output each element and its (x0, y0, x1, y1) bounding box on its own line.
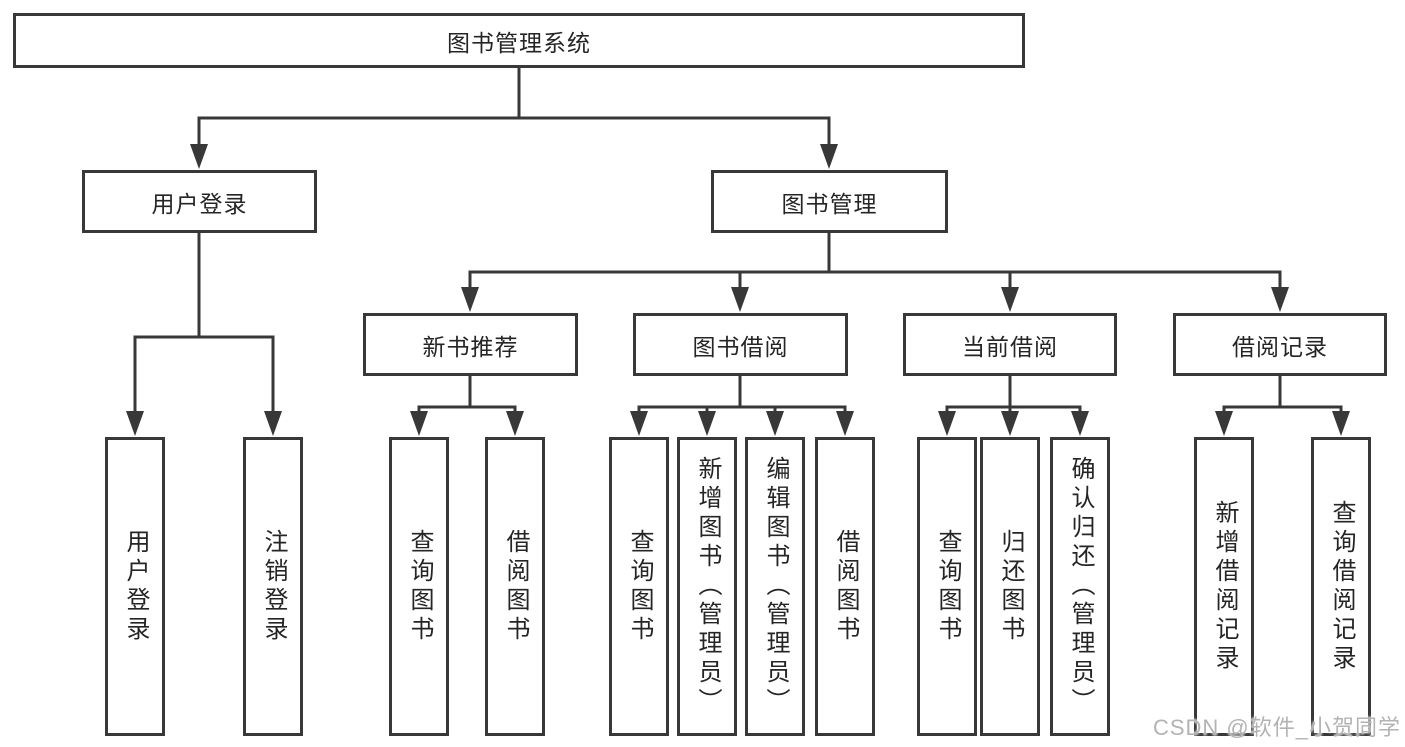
connector-new-book-recommend-to-leaves (410, 374, 524, 436)
arrowhead (1332, 411, 1350, 436)
leaf-label: 新增图书（管理员） (694, 456, 721, 717)
arrowhead (506, 411, 524, 436)
connector-book-management-to-level3 (461, 231, 1289, 312)
leaf-query-book-recommend: 查询图书 (389, 437, 449, 736)
node-label: 图书管理系统 (447, 29, 591, 56)
node-label: 新书推荐 (422, 333, 519, 360)
leaf-add-borrow-record: 新增借阅记录 (1194, 437, 1254, 736)
leaf-confirm-return-admin: 确认归还（管理员） (1050, 437, 1110, 736)
leaf-label: 新增借阅记录 (1211, 499, 1238, 674)
node-book-management: 图书管理 (711, 170, 948, 233)
leaf-label: 查询借阅记录 (1328, 499, 1355, 674)
connector-current-borrow-to-leaves (938, 374, 1089, 436)
leaf-label: 注销登录 (260, 528, 287, 645)
leaf-user-login: 用户登录 (105, 437, 165, 736)
leaf-label: 归还图书 (997, 528, 1024, 645)
csdn-watermark: CSDN @软件_小贺同学 (1152, 715, 1401, 740)
arrowhead (836, 411, 854, 436)
arrowhead (820, 144, 838, 169)
node-user-login: 用户登录 (82, 170, 317, 233)
arrowhead (461, 287, 479, 312)
leaf-label: 编辑图书（管理员） (762, 456, 789, 717)
leaf-label: 查询图书 (626, 528, 653, 645)
leaf-label: 用户登录 (122, 528, 149, 645)
leaf-query-book-current: 查询图书 (917, 437, 977, 736)
arrowhead (1271, 287, 1289, 312)
node-label: 图书借阅 (692, 333, 789, 360)
arrowhead (630, 411, 648, 436)
arrowhead (410, 411, 428, 436)
node-new-book-recommend: 新书推荐 (363, 313, 578, 376)
arrowhead (190, 144, 208, 169)
node-borrow-record: 借阅记录 (1173, 313, 1387, 376)
node-label: 当前借阅 (962, 333, 1058, 360)
arrowhead (731, 287, 749, 312)
leaf-label: 借阅图书 (832, 528, 859, 645)
node-book-borrow: 图书借阅 (633, 313, 848, 376)
arrowhead (1071, 411, 1089, 436)
leaf-label: 借阅图书 (502, 528, 529, 645)
arrowhead (1001, 287, 1019, 312)
leaf-label: 查询图书 (934, 528, 961, 645)
arrowhead (698, 411, 716, 436)
connector-user-login-to-leaves (126, 231, 282, 436)
connector-root-to-level2 (190, 66, 838, 169)
arrowhead (1215, 411, 1233, 436)
arrowhead (766, 411, 784, 436)
arrowhead (264, 411, 282, 436)
arrowhead (126, 411, 144, 436)
leaf-logout: 注销登录 (243, 437, 303, 736)
node-label: 用户登录 (151, 190, 248, 217)
node-library-management-system: 图书管理系统 (13, 13, 1025, 68)
node-label: 图书管理 (781, 190, 878, 217)
leaf-return-book: 归还图书 (980, 437, 1040, 736)
node-label: 借阅记录 (1232, 333, 1328, 360)
arrowhead (938, 411, 956, 436)
leaf-add-book-admin: 新增图书（管理员） (677, 437, 737, 736)
leaf-label: 确认归还（管理员） (1067, 456, 1094, 717)
leaf-edit-book-admin: 编辑图书（管理员） (745, 437, 805, 736)
leaf-borrow-book: 借阅图书 (815, 437, 875, 736)
arrowhead (1001, 411, 1019, 436)
leaf-label: 查询图书 (406, 528, 433, 645)
connector-borrow-record-to-leaves (1215, 374, 1350, 436)
leaf-query-book-borrow: 查询图书 (609, 437, 669, 736)
node-current-borrow: 当前借阅 (903, 313, 1117, 376)
leaf-query-borrow-record: 查询借阅记录 (1311, 437, 1371, 736)
leaf-borrow-book-recommend: 借阅图书 (485, 437, 545, 736)
connector-book-borrow-to-leaves (630, 374, 854, 436)
